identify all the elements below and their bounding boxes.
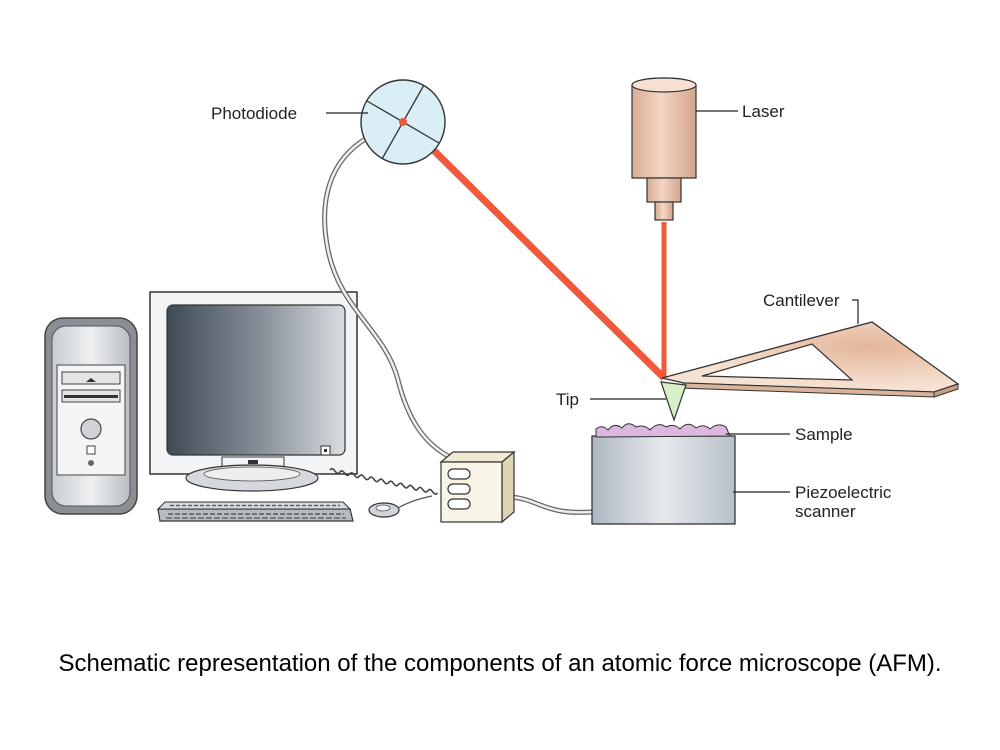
tip-label: Tip	[556, 390, 579, 409]
photodiode-cable	[322, 135, 455, 461]
laser-label: Laser	[742, 102, 785, 121]
mouse	[368, 495, 433, 518]
scanner-cable	[511, 494, 593, 515]
keyboard	[156, 501, 354, 522]
coiled-cable	[329, 467, 439, 495]
cantilever-label: Cantilever	[763, 291, 840, 310]
piezoelectric-label-line2: scanner	[795, 502, 856, 521]
cantilever	[661, 321, 960, 398]
piezoelectric-label-line1: Piezoelectric	[795, 483, 892, 502]
photodiode-label: Photodiode	[211, 104, 298, 123]
photodiode	[360, 79, 446, 165]
laser-beam-reflected	[400, 117, 667, 381]
tip	[660, 381, 687, 422]
piezoelectric-scanner-label: Piezoelectric scanner	[795, 483, 891, 521]
piezoelectric-scanner	[591, 435, 736, 525]
computer-tower	[44, 317, 138, 515]
control-box	[439, 450, 516, 524]
figure-caption: Schematic representation of the componen…	[58, 650, 942, 677]
monitor	[149, 291, 358, 492]
sample-surface	[595, 423, 731, 438]
cantilever-leader	[852, 299, 859, 324]
sample-label: Sample	[795, 425, 853, 444]
laser	[631, 77, 697, 221]
